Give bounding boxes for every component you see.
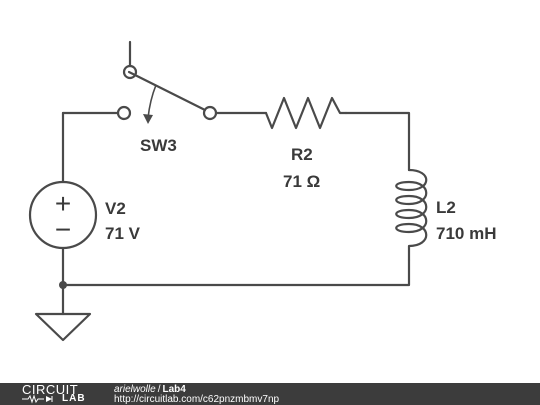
ground-triangle — [34, 312, 92, 342]
circuitlab-logo[interactable]: CIRCUIT LAB — [4, 382, 94, 405]
switch-designator: SW3 — [140, 136, 177, 155]
logo-resistor-icon — [22, 394, 53, 404]
voltage-source-plus-symbol: + — [55, 188, 71, 219]
inductor-l2[interactable] — [395, 168, 428, 262]
breadcrumb-separator: / — [157, 384, 161, 395]
wire-resistor-to-inductor — [344, 111, 411, 172]
voltage-source-minus-symbol: − — [55, 214, 71, 245]
author-link[interactable]: arielwolle — [114, 384, 156, 395]
circuit-schematic: SW3 R2 71 Ω + − V2 71 V L2 710 mH — [28, 40, 496, 342]
switch-terminal-left — [116, 105, 132, 121]
resistor-zigzag — [264, 96, 348, 130]
switch-terminal-right — [202, 105, 218, 121]
switch-sw3[interactable] — [116, 40, 218, 124]
inductor-value: 710 mH — [436, 224, 496, 243]
resistor-value: 71 Ω — [283, 172, 320, 191]
switch-lever — [127, 70, 207, 112]
voltage-source-value: 71 V — [105, 224, 141, 243]
switch-pivot — [122, 64, 138, 80]
resistor-designator: R2 — [291, 145, 313, 164]
switch-arrow-head — [143, 114, 153, 124]
wire-inductor-to-bottom — [61, 258, 411, 287]
circuit-url[interactable]: http://circuitlab.com/c62pnzmbmv7np — [114, 394, 280, 405]
inductor-coil — [395, 168, 428, 262]
resistor-r2[interactable] — [264, 96, 348, 130]
voltage-source-designator: V2 — [105, 199, 126, 218]
author-title-line: arielwolle/Lab4 — [114, 384, 186, 395]
logo-text-circuit: CIRCUIT — [22, 382, 79, 397]
voltage-source-body — [28, 180, 98, 250]
switch-arrow-shaft — [147, 84, 157, 119]
circuit-title[interactable]: Lab4 — [162, 384, 186, 395]
voltage-source-v2[interactable] — [28, 180, 98, 250]
footer-bar: CIRCUIT LAB arielwolle/Lab4 http://circu… — [0, 382, 540, 405]
logo-text-lab: LAB — [62, 393, 86, 404]
inductor-designator: L2 — [436, 198, 456, 217]
ground-symbol[interactable] — [34, 312, 92, 342]
junction-dot — [59, 281, 67, 289]
